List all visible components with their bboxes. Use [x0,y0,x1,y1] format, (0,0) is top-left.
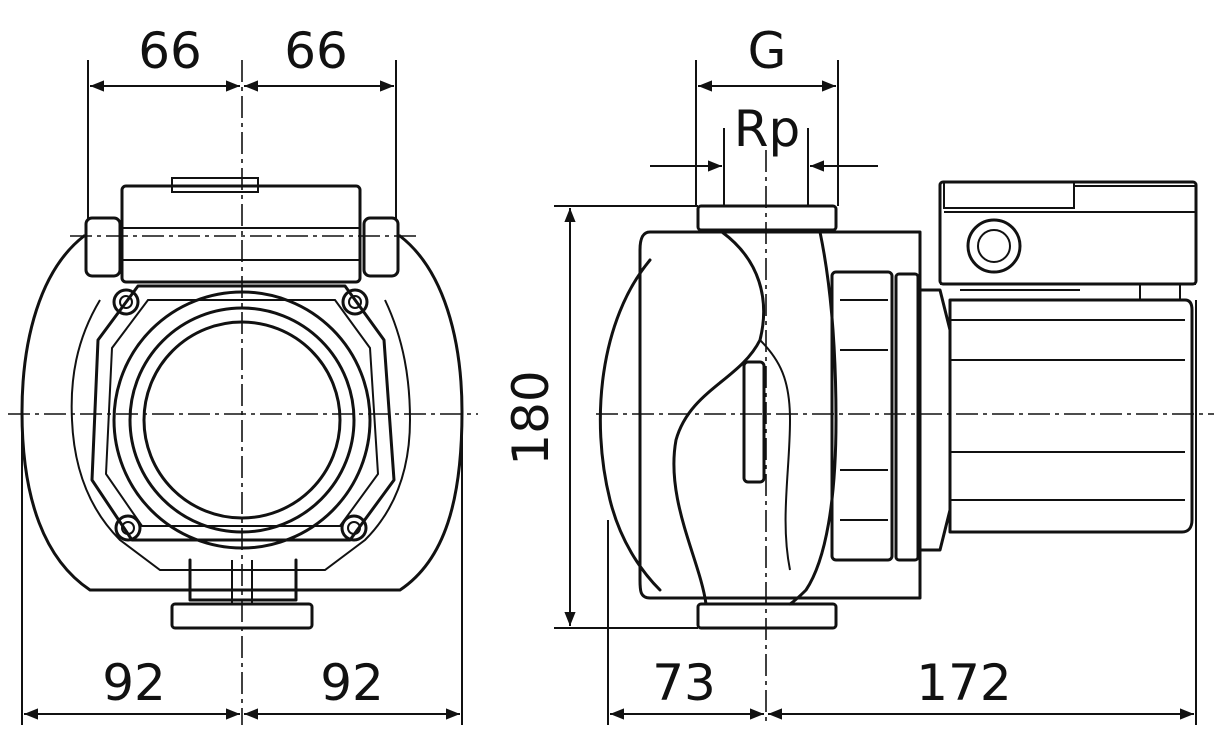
front-housing-outline [20,234,464,592]
side-volute-outline [638,230,922,600]
front-screw-br [340,514,368,542]
side-channel-left [672,230,766,606]
front-right-connector [362,216,400,278]
front-view: 66 66 92 92 [8,22,478,725]
side-impeller-hub [742,360,766,484]
side-top-flange [696,204,838,232]
side-view: G Rp 180 73 172 [502,22,1214,725]
side-bottom-right-label: 172 [916,654,1011,712]
side-bottom-left-label: 73 [652,654,716,712]
front-motor-flange [90,284,396,542]
side-channel-right [788,230,838,606]
front-terminal-box [120,184,362,284]
front-screw-tr [341,288,369,316]
side-rp-label: Rp [734,100,800,158]
side-bottom-flange [696,602,838,630]
front-screw-bl [114,514,142,542]
side-g-label: G [748,22,787,80]
front-screw-tl [112,288,140,316]
side-terminal-box [938,180,1198,286]
side-motor-flange-1 [830,270,894,562]
front-bottom-left-label: 92 [102,654,166,712]
front-bottom-port [188,558,298,602]
front-bottom-right-label: 92 [320,654,384,712]
front-left-connector [84,216,122,278]
side-motor-body [948,298,1194,534]
side-height-label: 180 [502,370,560,465]
side-motor-flange-2 [894,272,920,562]
side-cable-gland [966,218,1022,274]
front-terminal-lid [171,177,259,193]
side-volute-curve-left [598,258,662,592]
side-motor-flange-3 [916,288,952,552]
front-top-right-label: 66 [284,22,348,80]
front-top-left-label: 66 [138,22,202,80]
